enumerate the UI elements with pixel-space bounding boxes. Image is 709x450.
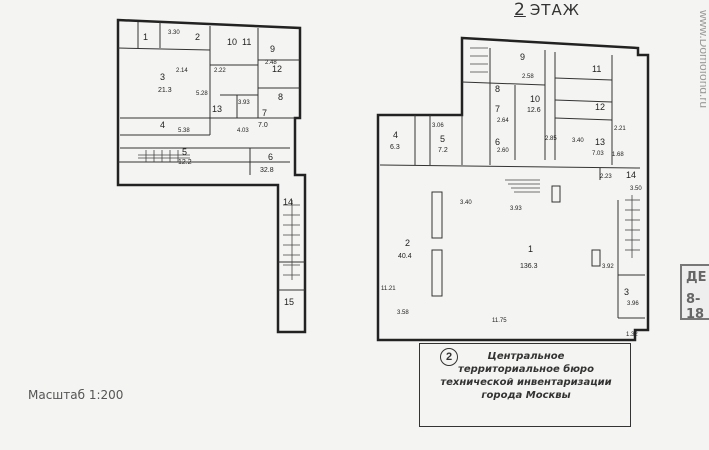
left-room-5-area: 12.2 (178, 159, 192, 166)
left-room-3-area: 21.3 (158, 87, 172, 94)
right-room-2-area: 40.4 (398, 253, 412, 260)
left-dim: 2.22 (214, 68, 226, 74)
right-dim: 3.92 (602, 264, 614, 270)
right-dim: 3.06 (432, 123, 444, 129)
right-dim: 1.32 (626, 332, 638, 338)
left-dimension-labels: 3.30 5.28 5.38 3.93 4.03 2.48 2.14 2.22 (168, 30, 277, 134)
left-room-11-number: 11 (242, 37, 251, 47)
left-room-8-number: 8 (278, 92, 283, 102)
left-dim: 2.48 (265, 60, 277, 66)
floor-number: 2 (514, 0, 526, 20)
right-dim: 3.40 (460, 200, 472, 206)
left-room-5-number: 5 (182, 147, 187, 157)
right-room-11-number: 11 (592, 64, 601, 74)
corner-stamp-line: ДЕ (686, 270, 707, 285)
right-room-9-number: 9 (520, 52, 525, 62)
left-block-partitions (117, 22, 305, 291)
right-dim: 2.64 (497, 118, 509, 124)
left-dim: 3.30 (168, 30, 180, 36)
right-room-4-area: 6.3 (390, 144, 400, 151)
right-room-13-number: 13 (595, 137, 605, 147)
stamp-number: 2 (440, 348, 458, 366)
left-room-1-number: 1 (143, 32, 148, 42)
right-dim: 3.96 (627, 301, 639, 307)
stamp-line: города Москвы (481, 390, 571, 401)
right-dim: 2.60 (497, 148, 509, 154)
right-dim: 3.93 (510, 206, 522, 212)
right-dim: 7.03 (592, 151, 604, 157)
left-room-9-number: 9 (270, 44, 275, 54)
right-block-walls (376, 36, 650, 342)
left-stairs (138, 150, 300, 280)
right-dim: 11.75 (492, 318, 507, 324)
right-dim: 3.58 (397, 310, 409, 316)
watermark-text: www.Domofond.ru (697, 9, 706, 108)
right-dim: 3.40 (572, 138, 584, 144)
left-room-7-number: 7 (262, 108, 267, 118)
left-dim: 2.14 (176, 68, 188, 74)
right-room-6-number: 6 (495, 137, 500, 147)
corner-stamp: ДЕ 8-18 (680, 264, 709, 322)
scale-label: Масштаб 1:200 (28, 388, 124, 402)
stamp-line: Центральное (487, 351, 565, 362)
left-room-14-number: 14 (283, 197, 293, 207)
right-room-14-number: 14 (626, 170, 636, 180)
right-dim: 2.85 (545, 136, 557, 142)
floor-label: ЭТАЖ (529, 1, 580, 19)
right-dim: 2.58 (522, 74, 534, 80)
right-room-7-number: 7 (495, 104, 500, 114)
right-block-partitions (379, 48, 645, 319)
stamp-text: Центральное территориальное бюро техниче… (426, 350, 626, 402)
bti-stamp: 2 Центральное территориальное бюро техни… (419, 343, 631, 427)
left-room-7-area: 7.0 (258, 122, 268, 129)
right-room-1-number: 1 (528, 244, 533, 254)
watermark: www.Domofond.ru (697, 9, 706, 108)
left-room-3-number: 3 (160, 72, 165, 82)
right-room-5-number: 5 (440, 134, 445, 144)
right-room-8-number: 8 (495, 84, 500, 94)
left-room-10-number: 10 (227, 37, 237, 47)
right-room-10-area: 12.6 (527, 107, 541, 114)
left-room-13-number: 13 (212, 104, 222, 114)
right-room-12-number: 12 (595, 102, 605, 112)
left-room-2-number: 2 (195, 32, 200, 42)
right-room-10-number: 10 (530, 94, 540, 104)
right-dim: 11.21 (381, 286, 396, 292)
right-room-2-number: 2 (405, 238, 410, 248)
corner-stamp-line: 8-18 (686, 292, 705, 322)
right-room-5-area: 7.2 (438, 147, 448, 154)
right-dim: 2.23 (600, 174, 612, 180)
right-dim: 1.68 (612, 152, 624, 158)
right-room-3-number: 3 (624, 287, 629, 297)
right-room-1-area: 136.3 (520, 263, 538, 270)
left-dim: 5.38 (178, 128, 190, 134)
stamp-line: территориальное бюро (458, 364, 594, 375)
left-room-6-number: 6 (268, 152, 273, 162)
left-room-6-area: 32.8 (260, 167, 274, 174)
left-room-15-number: 15 (284, 297, 294, 307)
left-dim: 3.93 (238, 100, 250, 106)
right-stairs (470, 47, 640, 258)
right-dimension-labels: 3.40 3.93 11.75 3.58 11.21 2.58 2.64 2.6… (381, 74, 642, 338)
right-room-4-number: 4 (393, 130, 398, 140)
left-room-4-number: 4 (160, 120, 165, 130)
left-room-12-number: 12 (272, 64, 282, 74)
right-room-labels: 1 136.3 2 40.4 3 4 6.3 5 7.2 6 7 8 9 10 … (390, 52, 636, 297)
left-dim: 5.28 (196, 91, 208, 97)
right-dim: 2.21 (614, 126, 626, 132)
right-dim: 3.50 (630, 186, 642, 192)
stamp-line: технической инвентаризации (440, 377, 612, 388)
left-room-labels: 1 2 3 21.3 4 5 12.2 6 32.8 7 7.0 8 9 10 … (143, 32, 294, 307)
left-dim: 4.03 (237, 128, 249, 134)
